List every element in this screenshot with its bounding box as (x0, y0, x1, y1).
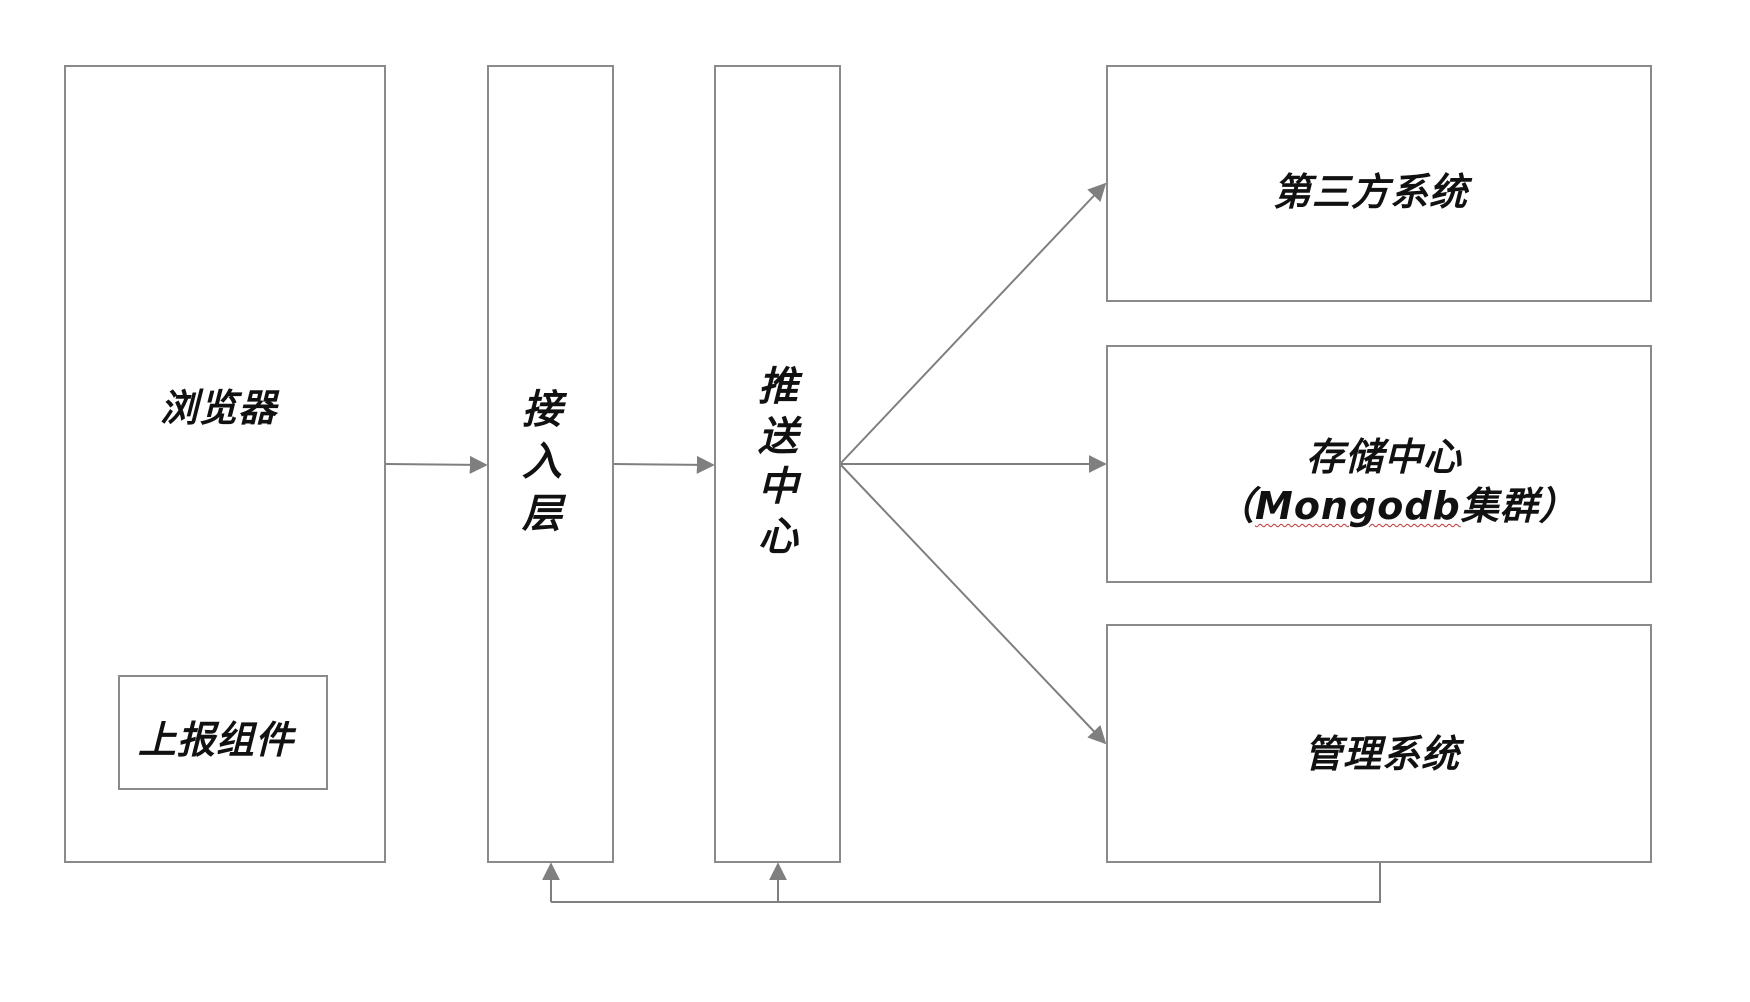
third-party-label: 第三方系统 (1273, 170, 1469, 214)
edge-access-to-push (613, 455, 715, 474)
report-component-label: 上报组件 (138, 718, 295, 762)
push-center-label: 推送中心 (758, 364, 798, 560)
storage-center-label-line1: 存储中心 (1306, 435, 1463, 479)
third-party-box (1106, 65, 1652, 302)
access-layer-label: 接入层 (522, 387, 562, 537)
edge-push-to-management (839, 463, 1107, 745)
storage-center-box (1106, 345, 1652, 583)
access-layer-box (487, 65, 614, 863)
edge-browser-to-access (385, 455, 488, 474)
storage-center-label-line2: （Mongodb集群） (1216, 475, 1578, 530)
edge-management-feedback (551, 862, 1381, 903)
edge-push-to-third-party (839, 182, 1107, 465)
storage-paren-open: （ (1216, 484, 1256, 528)
push-center-box (714, 65, 841, 863)
report-component-box (118, 675, 328, 790)
management-label: 管理系统 (1304, 732, 1461, 776)
storage-cluster-suffix: 集群） (1460, 484, 1578, 528)
browser-label: 浏览器 (160, 386, 278, 430)
storage-mongodb-word: Mongodb (1255, 484, 1461, 528)
management-box (1106, 624, 1652, 863)
